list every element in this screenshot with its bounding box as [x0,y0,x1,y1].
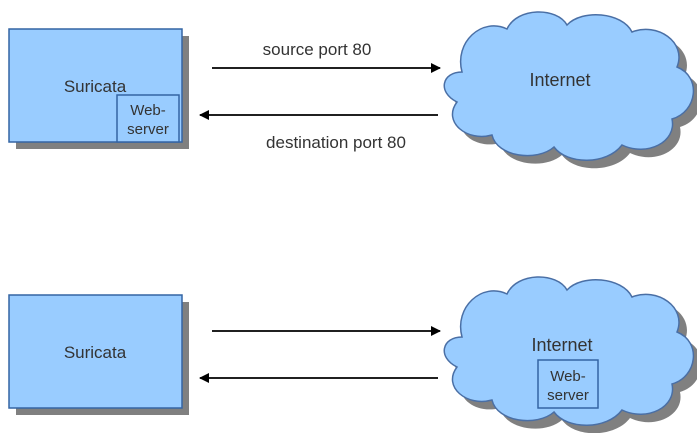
suricata-label: Suricata [64,77,127,96]
webserver-label-line1: Web- [130,102,166,119]
suricata-label: Suricata [64,343,127,362]
diagram-bottom: Suricata Internet Web- server [8,276,697,433]
suricata-box [8,294,183,409]
diagram-top: Suricata Web- server source port 80 dest… [8,11,697,169]
internet-label: Internet [529,70,590,90]
webserver-label-line2: server [127,121,169,138]
webserver-label-line2: server [547,387,589,404]
internet-cloud [443,11,697,169]
webserver-inner-box [116,94,180,143]
webserver-inner-box [537,359,599,409]
webserver-label-line1: Web- [550,368,586,385]
internet-label: Internet [531,335,592,355]
source-port-label: source port 80 [263,40,372,59]
destination-port-label: destination port 80 [266,133,406,152]
